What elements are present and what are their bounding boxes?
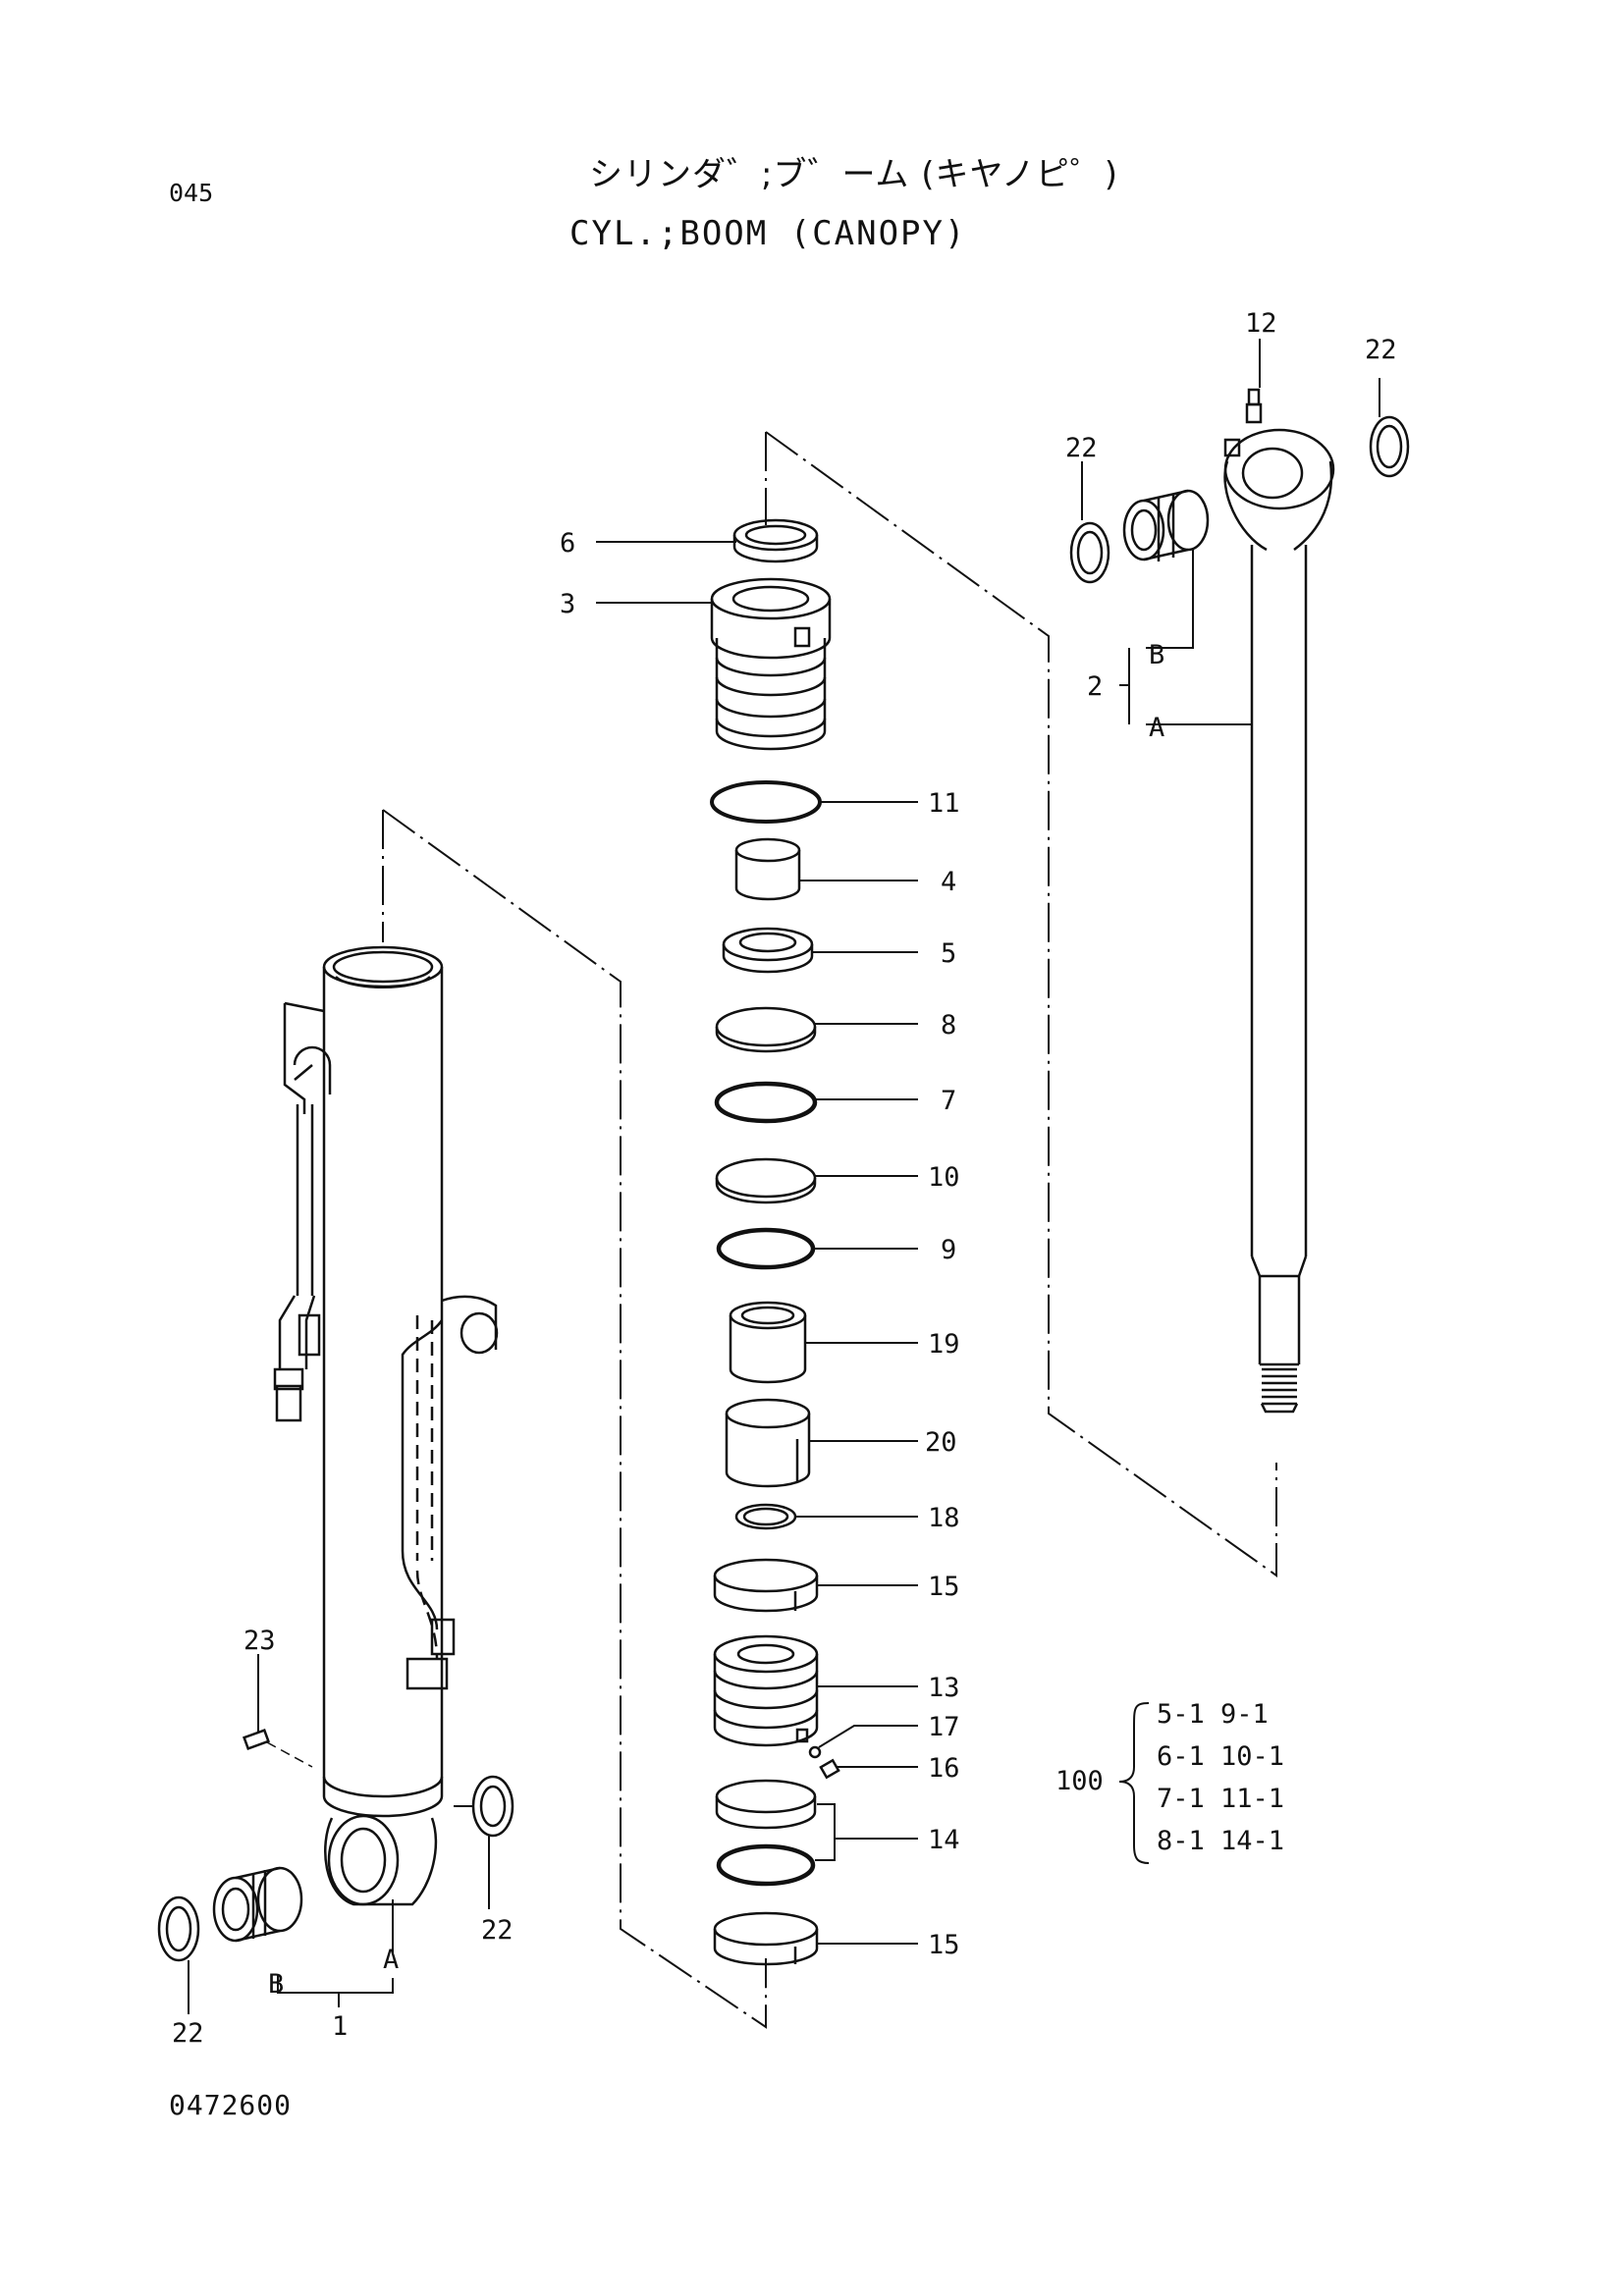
callout-2: 2 (1087, 671, 1103, 702)
part-22-dust-seal-rod-left (1069, 521, 1110, 584)
callout-6: 6 (560, 528, 575, 559)
part-23-grease-fitting (243, 1728, 313, 1768)
callout-1B: B (268, 1969, 284, 2000)
part-8-ring (715, 1006, 817, 1053)
callout-labels: 6 3 11 4 5 8 7 10 9 19 20 18 15 13 17 16… (172, 308, 1397, 2049)
kit-bracket (1118, 1702, 1150, 1864)
callout-19: 19 (928, 1329, 960, 1360)
part-20-spacer (725, 1398, 811, 1488)
part-11-o-ring (710, 780, 822, 824)
callout-15-upper: 15 (928, 1572, 960, 1602)
part-6-backup-ring (732, 518, 819, 563)
kit-row-1: 5-1 9-1 (1157, 1699, 1269, 1730)
callout-10: 10 (928, 1162, 960, 1193)
explode-frame-lines (382, 431, 1277, 2029)
part-18-ring (734, 1503, 797, 1530)
callout-12: 12 (1245, 308, 1277, 339)
callout-14: 14 (928, 1825, 960, 1855)
part-10-ring (715, 1157, 817, 1204)
page-number: 045 (169, 179, 214, 207)
part-3-rod-cover (710, 577, 832, 751)
part-17-ball (808, 1745, 822, 1759)
callout-9: 9 (941, 1235, 956, 1265)
part-19-bushing (729, 1301, 807, 1384)
callout-15-lower: 15 (928, 1930, 960, 1960)
callout-2B: B (1149, 640, 1164, 670)
callout-22-tube-left: 22 (172, 2018, 204, 2049)
part-22-dust-seal-tube-right (471, 1775, 514, 1838)
leader-lines (188, 339, 1380, 2014)
part-2-piston-rod (1223, 428, 1335, 1414)
part-15-wear-ring-upper (713, 1558, 819, 1613)
callout-20: 20 (925, 1427, 957, 1458)
part-5-buffer-ring (722, 927, 814, 974)
callout-5: 5 (941, 938, 956, 969)
callout-23: 23 (243, 1626, 276, 1656)
title-english: CYL.;BOOM (CANOPY) (569, 214, 967, 253)
kit-label-100: 100 (1055, 1766, 1104, 1796)
part-16-set-screw (819, 1758, 840, 1780)
callout-11: 11 (928, 788, 960, 819)
callout-22-tube-right: 22 (481, 1915, 514, 1946)
part-2B-bushing (1122, 489, 1210, 561)
drawing-number: 0472600 (169, 2089, 293, 2121)
callout-1A: A (383, 1945, 399, 1975)
callout-18: 18 (928, 1503, 960, 1533)
part-22-dust-seal-rod-right (1369, 415, 1410, 478)
part-14-slide-ring (715, 1779, 817, 1830)
part-14-o-ring (716, 1843, 816, 1887)
part-22-dust-seal-tube-left (157, 1896, 200, 1962)
callout-2A: A (1149, 713, 1164, 743)
part-15-wear-ring-lower (713, 1911, 819, 1966)
part-13-piston (713, 1634, 819, 1747)
callout-16: 16 (928, 1753, 960, 1784)
callout-22-rod-right: 22 (1365, 335, 1397, 365)
callout-7: 7 (941, 1086, 956, 1116)
part-1-cylinder-tube (273, 945, 499, 1906)
part-9-seal (716, 1227, 816, 1270)
part-12-grease-fitting (1245, 388, 1263, 424)
part-7-u-ring (714, 1081, 818, 1124)
callout-1: 1 (332, 2011, 348, 2042)
callout-13: 13 (928, 1673, 960, 1703)
callout-22-rod-left: 22 (1065, 433, 1098, 463)
callout-17: 17 (928, 1712, 960, 1742)
part-4-bushing (734, 837, 801, 901)
kit-row-3: 7-1 11-1 (1157, 1784, 1284, 1814)
callout-8: 8 (941, 1010, 956, 1041)
kit-row-2: 6-1 10-1 (1157, 1741, 1284, 1772)
callout-4: 4 (941, 867, 956, 897)
kit-row-4: 8-1 14-1 (1157, 1826, 1284, 1856)
title-japanese: シリンダ゛;ブ゛ーム (キヤノピ゜) (589, 155, 1119, 194)
part-1B-bushing (212, 1866, 303, 1943)
callout-3: 3 (560, 589, 575, 619)
